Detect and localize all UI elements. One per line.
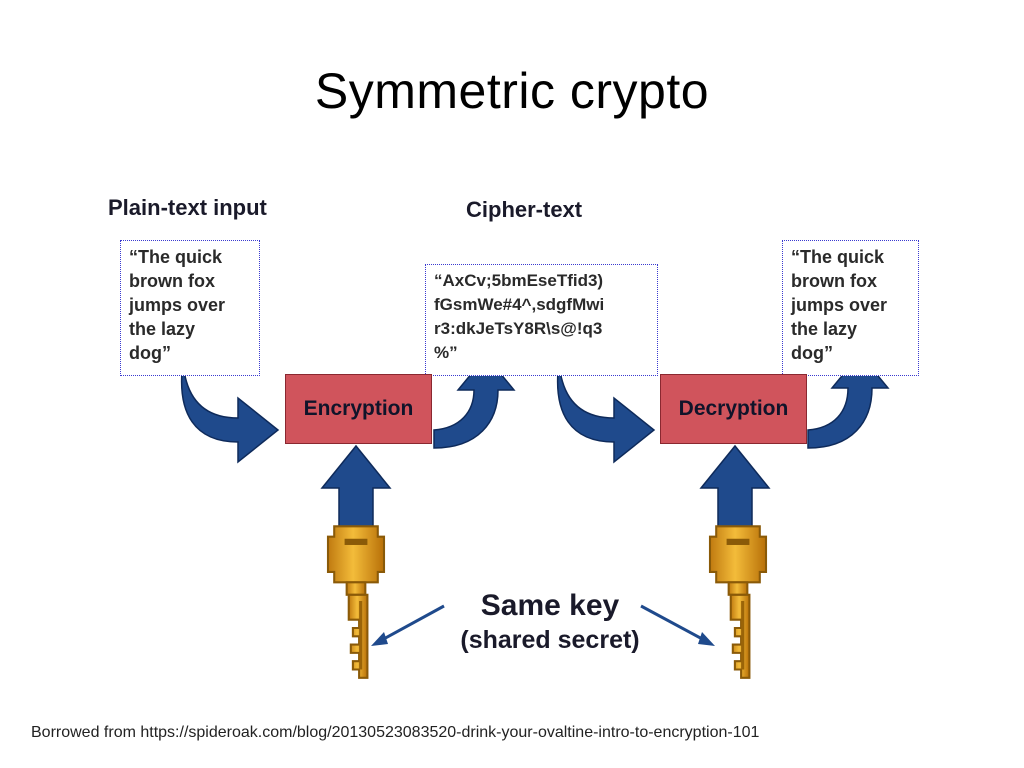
arrow-to-ciphertext [433, 354, 516, 449]
ciphertext-note: “AxCv;5bmEseTfid3) fGsmWe#4^,sdgfMwi r3:… [425, 264, 658, 376]
arrow-to-plaintext-output [807, 352, 890, 449]
ciphertext-label: Cipher-text [466, 197, 583, 222]
plaintext-input-note: “The quick brown fox jumps over the lazy… [120, 240, 260, 376]
key-arrow-encryption [320, 444, 392, 533]
pointer-arrow-left [379, 604, 445, 643]
key-icon [326, 524, 386, 680]
pointer-arrow-right [640, 604, 707, 643]
slide-title: Symmetric crypto [314, 63, 710, 119]
arrow-to-decryption [556, 361, 656, 464]
pointer-arrowhead-right [698, 632, 715, 646]
same-key-label: Same key (shared secret) [430, 588, 670, 656]
same-key-subtitle: (shared secret) [460, 626, 640, 654]
key-arrow-decryption [699, 444, 771, 533]
decryption-box: Decryption [660, 374, 807, 444]
key-icon [708, 524, 768, 680]
source-caption: Borrowed from https://spideroak.com/blog… [31, 724, 760, 741]
plaintext-output-note: “The quick brown fox jumps over the lazy… [782, 240, 919, 376]
same-key-title: Same key [480, 589, 620, 622]
encryption-box: Encryption [285, 374, 432, 444]
pointer-arrowhead-left [371, 632, 388, 646]
arrow-to-encryption [180, 361, 280, 464]
plaintext-label: Plain-text input [108, 195, 267, 220]
